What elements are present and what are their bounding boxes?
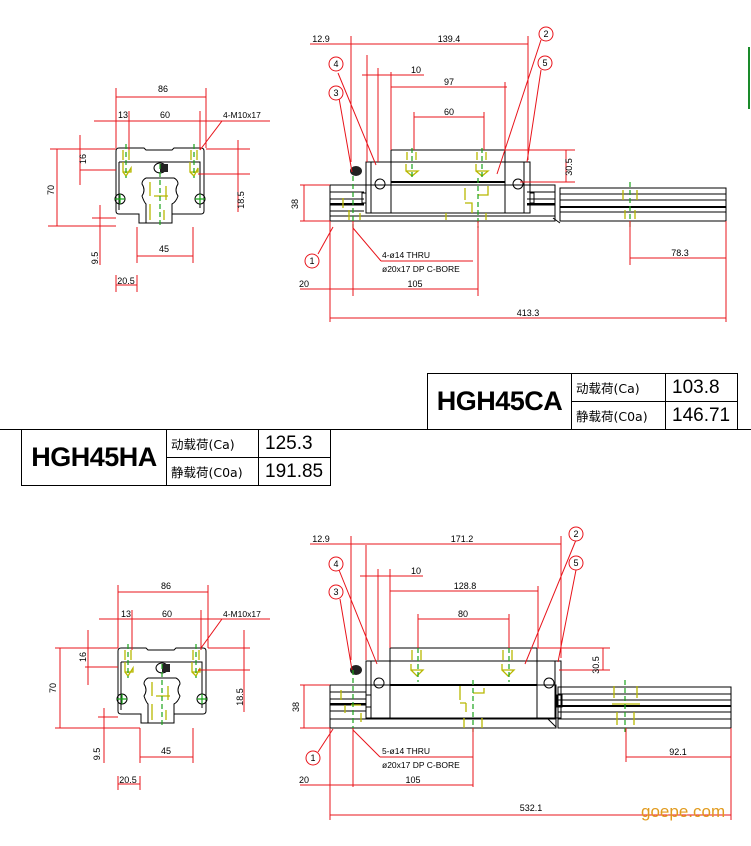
balloon-4: 4 — [333, 59, 338, 69]
dynamic-load-value: 103.8 — [665, 373, 738, 402]
dim-bottom-gap: 9.5 — [92, 748, 102, 761]
dynamic-load-label: 动载荷(Ca) — [571, 373, 666, 402]
dim-rail-height: 38 — [291, 702, 301, 712]
dim-end-offset: 20 — [299, 775, 309, 785]
dim-rail-length: 532.1 — [520, 803, 543, 813]
balloon-3: 3 — [333, 88, 338, 98]
balloon-5: 5 — [573, 558, 578, 568]
balloon-2: 2 — [573, 529, 578, 539]
side-view-top: 2 4 3 5 1 12.9 139.4 10 97 60 30.5 38 4-… — [290, 26, 727, 322]
dim-top-step: 16 — [78, 652, 88, 662]
end-view-top: 86 13 60 4-M10x17 16 70 18.5 9.5 45 20.5 — [46, 84, 270, 292]
dim-thread: 4-M10x17 — [223, 110, 261, 120]
dim-hole-pitch: 105 — [405, 775, 420, 785]
dim-bolt-pitch: 60 — [162, 609, 172, 619]
dim-left-offset: 13 — [118, 110, 128, 120]
dim-left-offset: 13 — [121, 609, 131, 619]
dim-height: 70 — [46, 185, 56, 195]
dim-body-length: 128.8 — [454, 581, 477, 591]
balloon-1: 1 — [310, 753, 315, 763]
dim-bolt-pitch: 80 — [458, 609, 468, 619]
dim-block-length: 171.2 — [451, 534, 474, 544]
static-load-label: 静载荷(C0a) — [571, 401, 666, 430]
dim-rail-width: 45 — [159, 244, 169, 254]
model-name: HGH45CA — [427, 373, 572, 430]
static-load-value: 146.71 — [665, 401, 738, 430]
edge-marker — [748, 47, 750, 109]
balloon-1: 1 — [309, 256, 314, 266]
dim-side-height: 18.5 — [236, 191, 246, 209]
dim-rail-height: 38 — [290, 199, 300, 209]
dim-hole-pitch: 105 — [407, 279, 422, 289]
dim-bolt-pitch: 60 — [444, 107, 454, 117]
dim-seal: 12.9 — [312, 534, 330, 544]
dim-rail-offset: 20.5 — [117, 276, 135, 286]
dim-rail-width: 45 — [161, 746, 171, 756]
hole-note-line2: ø20x17 DP C-BORE — [382, 264, 460, 274]
dim-top-step: 16 — [78, 154, 88, 164]
dim-block-length: 139.4 — [438, 34, 461, 44]
dim-gap: 10 — [411, 566, 421, 576]
dim-block-height: 30.5 — [564, 158, 574, 176]
watermark: goepe.com — [641, 802, 726, 821]
dim-rail-offset: 20.5 — [119, 775, 137, 785]
hole-note-line1: 4-ø14 THRU — [382, 250, 430, 260]
dim-height: 70 — [48, 683, 58, 693]
dim-gap: 10 — [411, 65, 421, 75]
dim-width: 86 — [158, 84, 168, 94]
model-name: HGH45HA — [21, 429, 167, 486]
dynamic-load-label: 动载荷(Ca) — [166, 429, 259, 458]
dim-bolt-pitch: 60 — [160, 110, 170, 120]
static-load-label: 静载荷(C0a) — [166, 457, 259, 486]
balloon-5: 5 — [542, 58, 547, 68]
dim-block-height: 30.5 — [591, 656, 601, 674]
spec-table-hgh45ca: HGH45CA 动载荷(Ca) 103.8 静载荷(C0a) 146.71 — [427, 373, 738, 430]
hole-note-line1: 5-ø14 THRU — [382, 746, 430, 756]
dim-body-length: 97 — [444, 77, 454, 87]
static-load-value: 191.85 — [258, 457, 331, 486]
balloon-2: 2 — [543, 29, 548, 39]
dim-end-offset: 20 — [299, 279, 309, 289]
balloon-4: 4 — [333, 559, 338, 569]
dim-side-height: 18.5 — [235, 688, 245, 706]
dim-rail-length: 413.3 — [517, 308, 540, 318]
hole-note-line2: ø20x17 DP C-BORE — [382, 760, 460, 770]
side-view-bottom: 2 4 3 5 1 12.9 171.2 10 128.8 80 30.5 38… — [291, 526, 732, 820]
spec-table-hgh45ha: HGH45HA 动载荷(Ca) 125.3 静载荷(C0a) 191.85 — [21, 429, 331, 486]
section-divider — [0, 429, 751, 430]
dim-width: 86 — [161, 581, 171, 591]
dim-end-gap: 92.1 — [669, 747, 687, 757]
dynamic-load-value: 125.3 — [258, 429, 331, 458]
dim-bottom-gap: 9.5 — [90, 252, 100, 265]
dim-seal: 12.9 — [312, 34, 330, 44]
end-view-bottom: 86 13 60 4-M10x17 16 70 18.5 9.5 45 20.5 — [48, 581, 270, 790]
balloon-3: 3 — [333, 587, 338, 597]
dim-thread: 4-M10x17 — [223, 609, 261, 619]
dim-end-gap: 78.3 — [671, 248, 689, 258]
